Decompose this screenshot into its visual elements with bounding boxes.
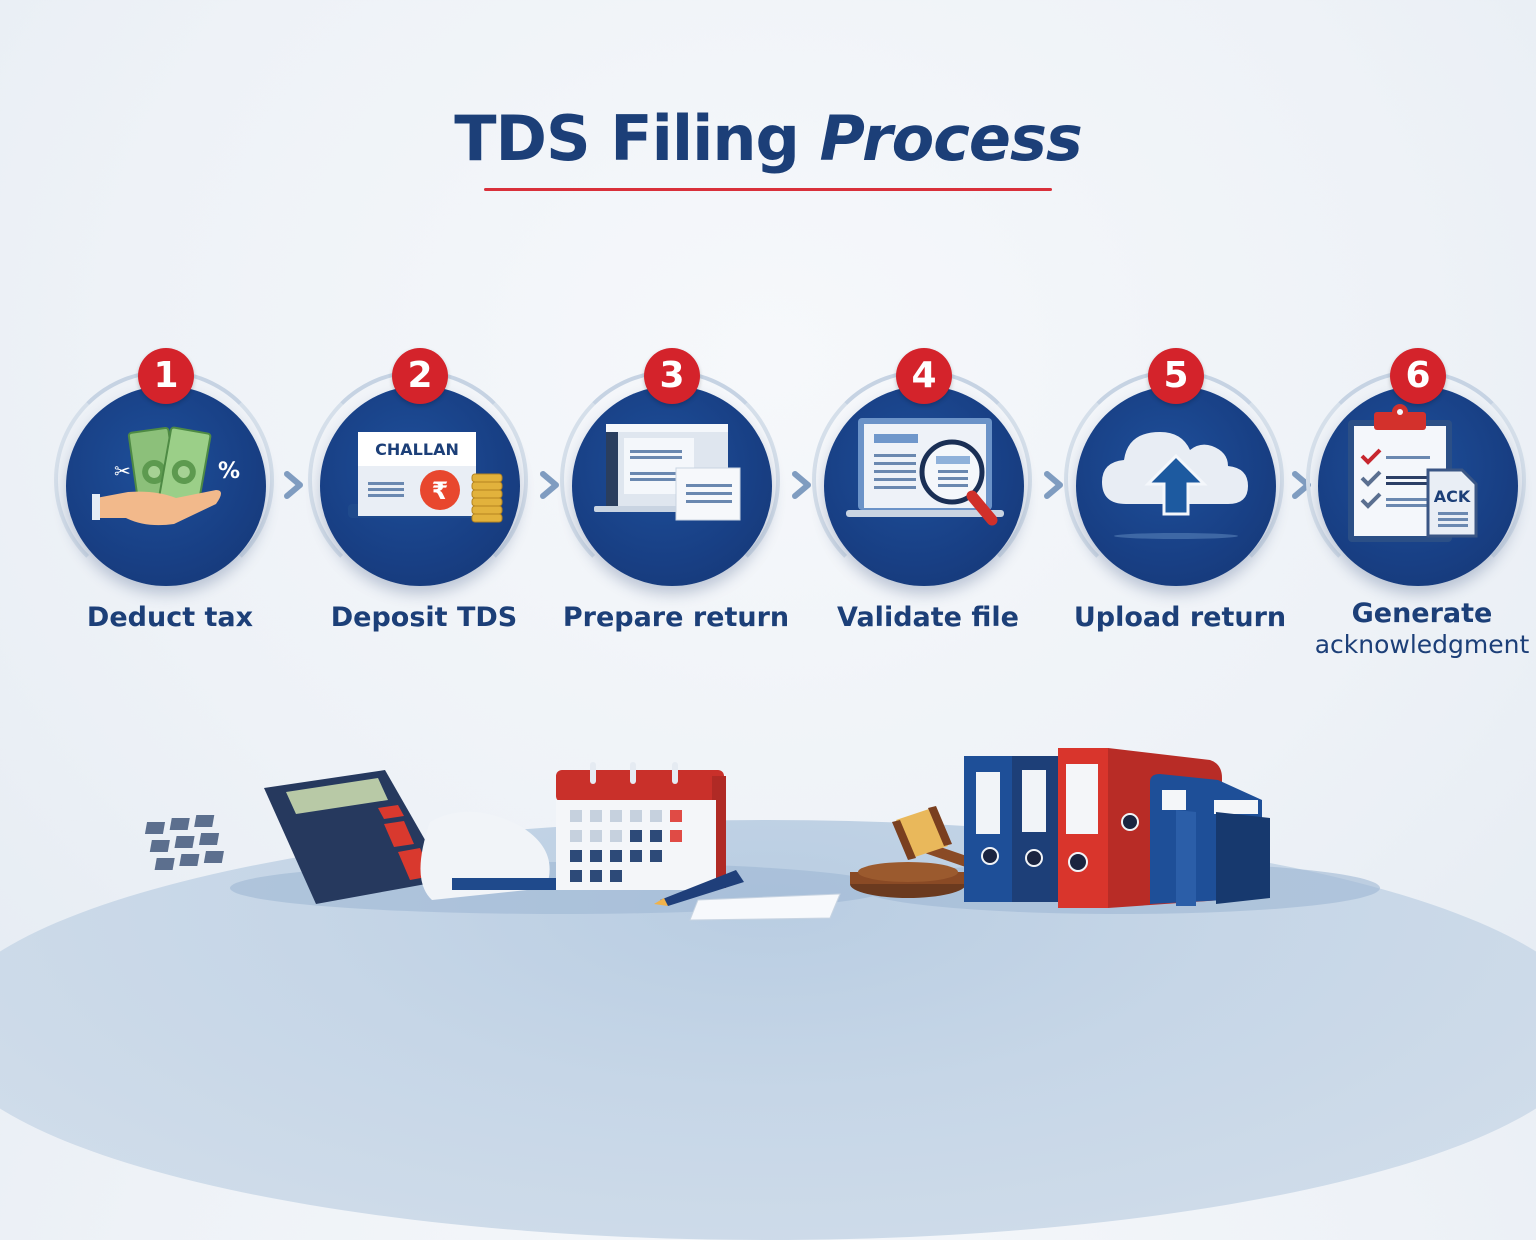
step-label: Upload return: [1073, 602, 1287, 633]
page-title: TDS Filing Process: [0, 108, 1536, 170]
title-main: TDS Filing: [454, 102, 820, 175]
cloud-upload-icon: [1102, 432, 1248, 539]
calculator-icon: [144, 770, 448, 904]
step-number-badge: 1: [138, 348, 194, 404]
desk-illustration: [144, 748, 1380, 921]
step-label: Validate file: [837, 602, 1019, 633]
calendar-icon: [556, 762, 726, 890]
svg-text:✂: ✂: [114, 459, 131, 483]
step-circle: ✂ %: [66, 386, 266, 586]
step-circle: [572, 386, 772, 586]
svg-text:ACK: ACK: [1434, 487, 1471, 506]
step-number-badge: 2: [392, 348, 448, 404]
title-accent: Process: [819, 102, 1082, 175]
notepad-icon: [689, 893, 841, 921]
step-1: ✂ % 1 Deduct tax: [40, 340, 300, 680]
step-label: Prepare return: [562, 602, 790, 633]
step-number-badge: 5: [1148, 348, 1204, 404]
step-number-badge: 4: [896, 348, 952, 404]
step-circle: ACK: [1318, 386, 1518, 586]
step-circle: [824, 386, 1024, 586]
challan-coins-icon: CHALLAN ₹: [348, 432, 503, 523]
step-number-badge: 6: [1390, 348, 1446, 404]
step-number-badge: 3: [644, 348, 700, 404]
chevron-right-icon: [1044, 471, 1063, 499]
step-4: 4 Validate file: [798, 340, 1058, 680]
step-label: Deposit TDS: [330, 602, 518, 633]
hand-money-icon: ✂ %: [92, 426, 240, 526]
chevron-right-icon: [540, 471, 559, 499]
svg-text:CHALLAN: CHALLAN: [375, 440, 459, 459]
step-label: Deduct tax: [86, 602, 254, 633]
step-3: 3 Prepare return: [546, 340, 806, 680]
folder-icon: [1150, 774, 1270, 906]
pen-icon: [660, 870, 744, 906]
laptop-magnifier-icon: [846, 418, 1004, 526]
chevron-right-icon: [792, 471, 811, 499]
laptop-document-icon: [594, 424, 741, 521]
chevron-right-icon: [284, 471, 303, 499]
clipboard-ack-icon: ACK: [1348, 404, 1478, 542]
svg-text:₹: ₹: [432, 477, 449, 505]
svg-text:%: %: [218, 459, 240, 484]
step-5: 5 Upload return: [1050, 340, 1310, 680]
step-circle: [1076, 386, 1276, 586]
title-underline: [484, 188, 1052, 191]
step-circle: CHALLAN ₹: [320, 386, 520, 586]
step-2: CHALLAN ₹ 2 Deposit TDS: [294, 340, 554, 680]
